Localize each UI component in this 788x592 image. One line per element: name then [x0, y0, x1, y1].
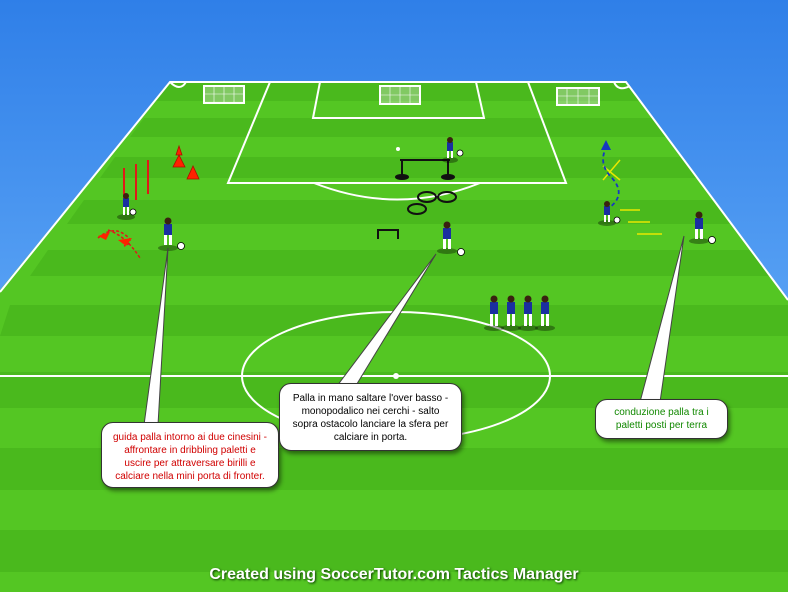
player: [442, 137, 464, 163]
callout-center: Palla in mano saltare l'over basso - mon…: [279, 383, 462, 451]
footer-credit: Created using SoccerTutor.com Tactics Ma…: [209, 566, 579, 583]
player: [437, 221, 465, 256]
goal-center: [379, 85, 421, 105]
hurdle-obstacle: [395, 159, 455, 180]
dribble-paths: [97, 229, 141, 259]
goal-right: [556, 87, 600, 106]
centre-spot: [393, 373, 399, 379]
players: [117, 137, 716, 331]
mini-goal: [377, 229, 399, 239]
player: [689, 211, 716, 244]
red-poles: [123, 160, 149, 200]
player: [518, 295, 538, 331]
goal-left: [203, 85, 245, 104]
callout-right: conduzione palla tra i paletti posti per…: [595, 399, 728, 439]
player: [484, 295, 504, 331]
player: [117, 193, 137, 220]
hoop-rings: [407, 191, 457, 215]
player: [501, 295, 521, 331]
penalty-spot: [396, 147, 400, 151]
run-arrow-icon: [601, 140, 611, 150]
callout-right-text: conduzione palla tra i paletti posti per…: [614, 407, 709, 431]
callout-left: guida palla intorno ai due cinesini - af…: [101, 422, 279, 488]
callout-center-text: Palla in mano saltare l'over basso - mon…: [292, 393, 449, 443]
player: [598, 201, 621, 226]
run-path: [602, 147, 620, 211]
callout-left-text: guida palla intorno ai due cinesini - af…: [113, 432, 267, 482]
player: [535, 295, 555, 331]
red-cone-markers: [98, 232, 132, 246]
red-cones: [172, 144, 200, 180]
